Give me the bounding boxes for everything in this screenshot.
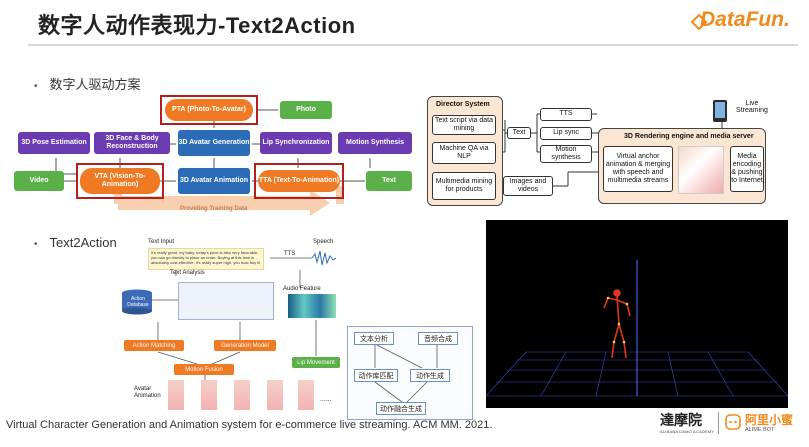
vta-highlight-frame <box>76 163 164 199</box>
motion-fusion-node: Motion Fusion <box>174 364 234 375</box>
ellipsis-label: ...... <box>320 396 332 403</box>
avatar-frame-1 <box>168 380 184 410</box>
skeleton-render-view <box>485 220 789 408</box>
alime-logo: 阿里小蜜 <box>745 413 794 427</box>
text-input-sample: It's really great, my baby, today's pric… <box>148 248 264 270</box>
lip-sync-module-node: Lip sync <box>540 127 592 140</box>
avatar-frame-4 <box>267 380 283 410</box>
damo-logo-sub: ALIBABA DAMO ACADEMY <box>660 429 715 434</box>
tts-label: TTS <box>284 251 296 257</box>
avatar-frame-3 <box>234 380 250 410</box>
text-node: Text <box>366 171 412 191</box>
tts-node: TTS <box>540 108 592 121</box>
audio-feature-label: Audio Feature <box>283 286 321 292</box>
text-analysis-label: Text Analysis <box>170 270 205 276</box>
alime-bot-icon <box>725 414 741 430</box>
anchor-preview-image <box>678 146 724 194</box>
motion-synthesis-node: Motion Synthesis <box>338 132 412 154</box>
generation-model-node: Generation Model <box>214 340 276 351</box>
live-streaming-label: Live Streaming <box>736 100 768 114</box>
text-connector-node: Text <box>507 127 531 139</box>
bullet-text2action: •Text2Action <box>34 235 117 250</box>
lip-movement-node: Lip Movement <box>292 357 340 368</box>
lip-sync-node: Lip Synchronization <box>260 132 332 154</box>
skeleton-3d-grid <box>485 260 789 397</box>
waveform-icon <box>312 250 337 266</box>
video-node: Video <box>14 171 64 191</box>
photo-node: Photo <box>280 101 332 119</box>
citation-text: Virtual Character Generation and Animati… <box>6 419 493 431</box>
bullet-label: 数字人驱动方案 <box>49 77 141 92</box>
tta-node: TTA (Text-To-Animation) <box>258 170 340 192</box>
text-analysis-panel <box>178 282 274 320</box>
vta-node: VTA (Vision-To-Animation) <box>80 168 160 194</box>
footer-divider <box>718 412 719 434</box>
motion-synthesis-module-node: Motion synthesis <box>540 145 592 163</box>
bullet-driving-scheme: •数字人驱动方案 <box>34 77 141 92</box>
damo-logo: 達摩院 <box>660 412 702 428</box>
pose-estimation-node: 3D Pose Estimation <box>18 132 90 154</box>
render-engine-label: 3D Rendering engine and media server <box>624 133 754 140</box>
bullet-label: Text2Action <box>49 235 117 250</box>
datafun-logo: DataFun. <box>700 8 790 31</box>
cn-audio-synth-node: 音频合成 <box>418 332 458 345</box>
media-encoding-node: Media encoding & pushing to Internet <box>730 146 764 192</box>
cn-text-analysis-node: 文本分析 <box>354 332 394 345</box>
alime-logo-sub: ALIME BOT <box>745 427 775 433</box>
avatar-animation-node: 3D Avatar Animation <box>178 168 250 194</box>
multimedia-mining-node: Multimedia mining for products <box>432 172 496 200</box>
database-icon <box>122 289 152 315</box>
page-title: 数字人动作表现力-Text2Action <box>38 13 356 38</box>
diagram-arrows <box>55 109 371 216</box>
speech-label: Speech <box>313 239 334 245</box>
cn-flow-arrows <box>374 343 438 403</box>
virtual-anchor-node: Virtual anchor animation & merging with … <box>603 146 673 192</box>
face-body-node: 3D Face & Body Reconstruction <box>94 132 170 154</box>
pta-node: PTA (Photo-To-Avatar) <box>165 99 253 121</box>
header-divider <box>28 44 798 46</box>
avatar-generation-node: 3D Avatar Generation <box>178 130 250 156</box>
pta-highlight-frame <box>160 95 258 125</box>
text-script-node: Text script via data mining <box>432 115 496 135</box>
director-system-label: Director System <box>436 101 490 108</box>
t2a-arrows <box>128 257 317 380</box>
cn-action-match-node: 动作库匹配 <box>354 369 398 382</box>
avatar-frame-2 <box>201 380 217 410</box>
images-videos-node: Images and videos <box>503 176 553 196</box>
smartphone-icon <box>713 100 727 122</box>
cn-action-gen-node: 动作生成 <box>410 369 450 382</box>
tta-highlight-frame <box>254 163 344 199</box>
avatar-frame-5 <box>298 380 314 410</box>
text-input-label: Text Input <box>148 239 175 245</box>
datafun-logo-icon <box>690 13 708 31</box>
action-database-label: Action Database <box>127 296 149 308</box>
training-data-label: Providing Training Data <box>180 206 248 212</box>
avatar-animation-label: Avatar Animation <box>134 386 161 399</box>
machine-qa-node: Machine QA via NLP <box>432 142 496 164</box>
cn-action-fusion-node: 动作融合生成 <box>376 402 426 415</box>
audio-spectrogram-image <box>288 294 336 318</box>
action-matching-node: Action Matching <box>124 340 184 351</box>
